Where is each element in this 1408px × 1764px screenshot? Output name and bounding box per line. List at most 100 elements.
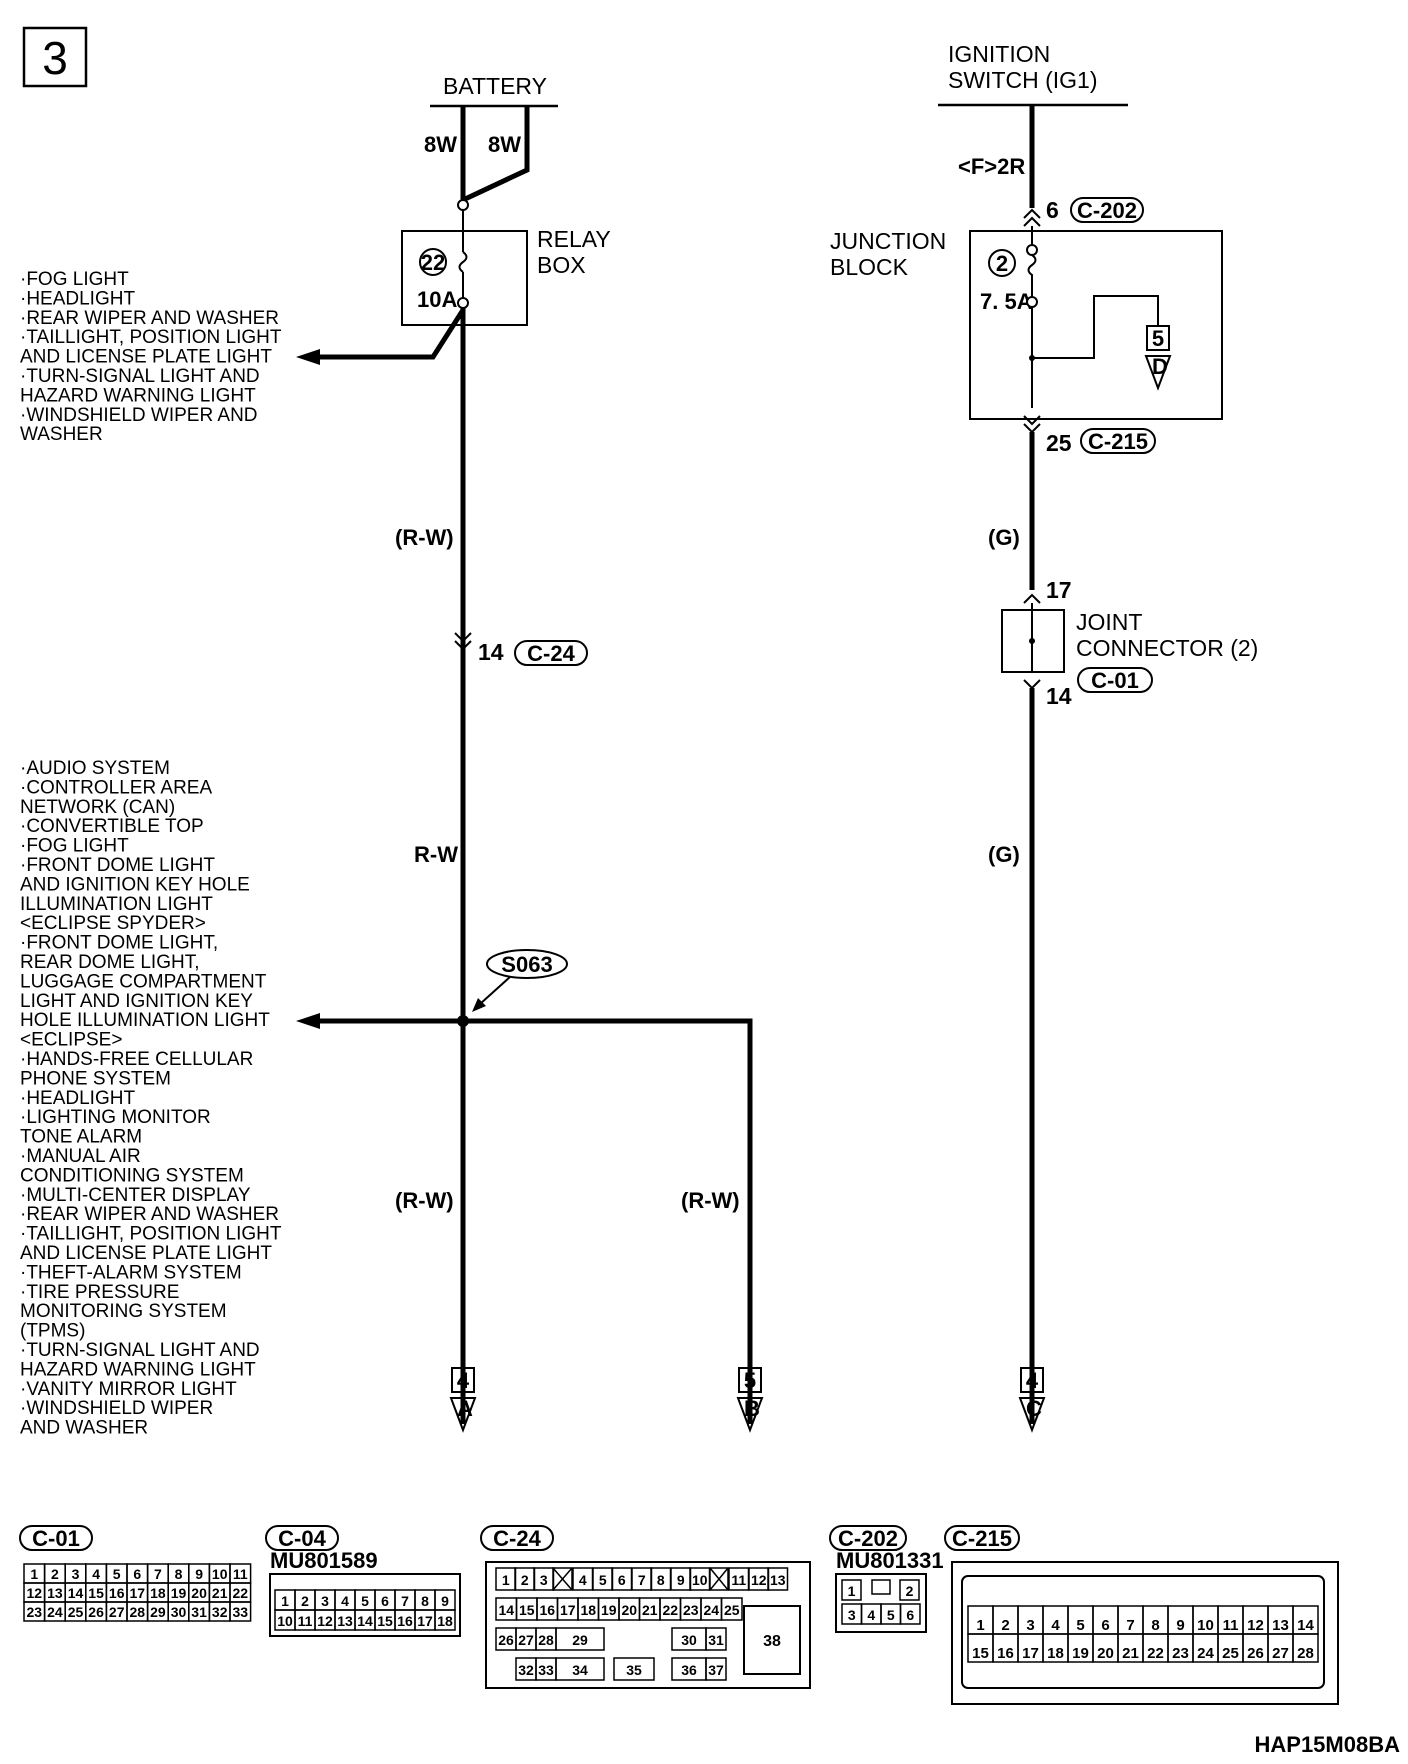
relay-box-label-2: BOX — [537, 252, 586, 278]
list-item: <ECLIPSE> — [20, 1030, 122, 1051]
pin-label: 3 — [848, 1607, 856, 1623]
pin-label: 6 — [381, 1593, 389, 1609]
list-item: ·AUDIO SYSTEM — [20, 758, 170, 779]
pin-label: 13 — [337, 1613, 353, 1629]
pin-label: 24 — [1197, 1645, 1214, 1662]
list-item: ·REAR WIPER AND WASHER — [20, 308, 279, 329]
list-item: ·WINDSHIELD WIPER — [20, 1398, 213, 1419]
jb-label-2: BLOCK — [830, 254, 909, 280]
pin-cell — [705, 1627, 727, 1651]
pin-label: 17 — [130, 1585, 146, 1601]
pin-label: 26 — [1247, 1645, 1264, 1662]
pin-label: 2 — [521, 1572, 529, 1588]
list-item: CONDITIONING SYSTEM — [20, 1165, 244, 1186]
pin-cell — [899, 1603, 921, 1625]
pin-label: 37 — [708, 1662, 724, 1678]
c04-part: MU801589 — [270, 1548, 378, 1573]
c04-label: C-04 — [278, 1526, 326, 1551]
pin-label: 8 — [1151, 1617, 1159, 1634]
jc-label-1: JOINT — [1076, 609, 1142, 635]
battery-source: BATTERY 8W 8W — [424, 73, 558, 157]
ref-b-number: 5 — [744, 1368, 756, 1393]
pin-label: 27 — [518, 1632, 534, 1648]
connector-c202-junction: 6 C-202 — [1023, 197, 1144, 227]
c24-big-pin: 38 — [763, 1633, 781, 1650]
pin-label: 15 — [88, 1585, 104, 1601]
battery-wire-left: 8W — [424, 132, 457, 157]
ignition-source: IGNITION SWITCH (IG1) <F>2R — [938, 41, 1128, 179]
pin-label: 2 — [301, 1593, 309, 1609]
jb-fuse-amp: 7. 5A — [980, 289, 1033, 314]
pin-label: 36 — [681, 1662, 697, 1678]
pin-label: 12 — [317, 1613, 333, 1629]
pin-label: 7 — [1126, 1617, 1134, 1634]
pin-label: 31 — [708, 1632, 724, 1648]
pin-label: 17 — [417, 1613, 433, 1629]
footer-code: HAP15M08BA — [1255, 1732, 1401, 1757]
c202-part: MU801331 — [836, 1548, 944, 1573]
pin-label: 15 — [972, 1645, 989, 1662]
pin-label: 5 — [361, 1593, 369, 1609]
ignition-label-2: SWITCH (IG1) — [948, 67, 1098, 93]
pin-cell — [229, 1601, 252, 1622]
pin-label: 4 — [867, 1607, 875, 1623]
pin-cell — [613, 1657, 655, 1681]
pin-label: 26 — [498, 1632, 514, 1648]
pin-label: 6 — [133, 1566, 141, 1582]
pin-label: 22 — [233, 1585, 249, 1601]
pin-label: 25 — [724, 1602, 740, 1618]
list-item: ·VANITY MIRROR LIGHT — [20, 1379, 237, 1400]
pin-label: 16 — [397, 1613, 413, 1629]
pin-label: 18 — [1047, 1645, 1064, 1662]
list-item: ILLUMINATION LIGHT — [20, 894, 213, 915]
ref-a-letter: A — [457, 1396, 473, 1421]
battery-label: BATTERY — [443, 73, 547, 99]
pin-cell — [555, 1657, 605, 1681]
pin-label: 5 — [887, 1607, 895, 1623]
pin-label: 20 — [191, 1585, 207, 1601]
list-item: ·HEADLIGHT — [20, 1088, 135, 1109]
pin-label: 10 — [212, 1566, 228, 1582]
jc-label-2: CONNECTOR (2) — [1076, 635, 1258, 661]
pin-label: 24 — [703, 1602, 719, 1618]
pin-label: 20 — [1097, 1645, 1114, 1662]
list-item: MONITORING SYSTEM — [20, 1301, 227, 1322]
pin-cell — [841, 1579, 862, 1601]
pin-label: 11 — [731, 1572, 746, 1588]
pin-label: 15 — [377, 1613, 393, 1629]
pin-label: 7 — [401, 1593, 409, 1609]
pin-label: 23 — [1172, 1645, 1189, 1662]
junction-block: JUNCTION BLOCK 2 7. 5A 5 D — [830, 226, 1223, 420]
pin-label: 13 — [1272, 1617, 1289, 1634]
jc-pin-bottom: 14 — [1046, 683, 1072, 709]
ref-marker-b: 5 B — [736, 1367, 764, 1433]
pin-cell — [705, 1657, 727, 1681]
jb-pin-bottom: 25 — [1046, 430, 1072, 456]
pin-label: 4 — [341, 1593, 349, 1609]
list-item: HAZARD WARNING LIGHT — [20, 1359, 256, 1380]
list-item: ·LIGHTING MONITOR — [20, 1107, 211, 1128]
pin-label: 28 — [1297, 1645, 1314, 1662]
pin-label: 14 — [357, 1613, 373, 1629]
list-item: ·TIRE PRESSURE — [20, 1282, 179, 1303]
pin-label: 23 — [27, 1604, 43, 1620]
pin-label: 15 — [519, 1602, 535, 1618]
splice-label: S063 — [501, 952, 552, 977]
pin-label: 3 — [321, 1593, 329, 1609]
list-item: LUGGAGE COMPARTMENT — [20, 971, 267, 992]
pin-label: 29 — [150, 1604, 166, 1620]
pin-label: 8 — [657, 1572, 665, 1588]
pin-label: 9 — [1176, 1617, 1184, 1634]
relay-fuse-amp: 10A — [417, 287, 457, 312]
list-item: ·TAILLIGHT, POSITION LIGHT — [20, 327, 282, 348]
pin-label: 3 — [1026, 1617, 1034, 1634]
pin-label: 24 — [47, 1604, 63, 1620]
pin-label: 7 — [154, 1566, 162, 1582]
list-item: ·HEADLIGHT — [20, 288, 135, 309]
pin-label: 1 — [30, 1566, 38, 1582]
pin-label: 14 — [68, 1585, 84, 1601]
pin-label: 10 — [1197, 1617, 1214, 1634]
